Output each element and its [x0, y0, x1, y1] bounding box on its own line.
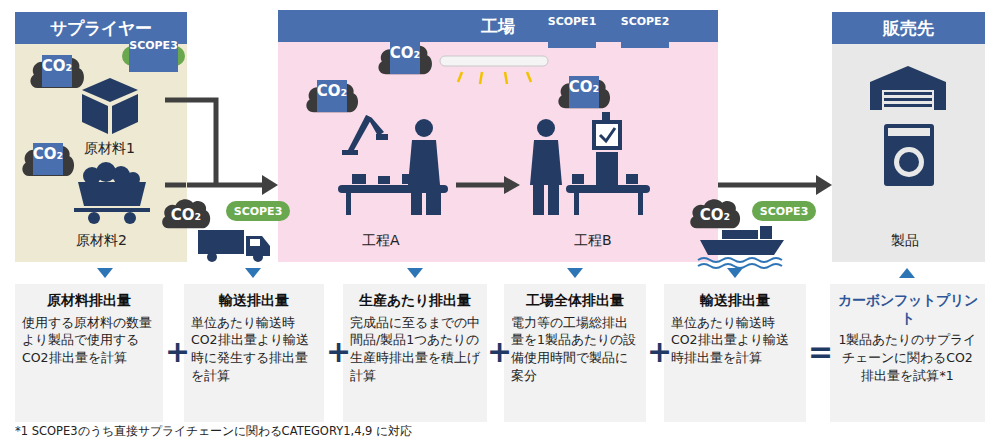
plus-sign: + [647, 337, 672, 367]
pointer-triangles [97, 268, 915, 278]
part-label: 原材料1 [84, 140, 135, 158]
node-heading: 輸送排出量 [671, 292, 799, 310]
co2-cloud: CO₂ [556, 74, 612, 110]
node-heading: 輸送排出量 [191, 292, 317, 310]
node-heading: CO₂ [42, 55, 72, 87]
scope-badge: SCOPE2 [612, 22, 678, 42]
flow-arrow [187, 175, 278, 195]
node-heading: CO₂ [569, 76, 599, 108]
node-body: 使用する原材料の数量より製品で使用するCO2排出量を計算 [22, 314, 156, 367]
part-label: 原材料2 [76, 232, 127, 250]
supplier-panel: サプライヤーSCOPE3CO₂CO₂ [15, 12, 187, 262]
scope-badge: SCOPE1 [540, 22, 604, 42]
node-heading: SCOPE3 [129, 40, 178, 72]
washing-machine-icon [884, 124, 934, 186]
equals-sign: = [808, 337, 833, 367]
co2-cloud: CO₂ [28, 52, 86, 90]
node-heading: CO₂ [317, 80, 347, 112]
node-body: 単位あたり輸送時CO2排出量より輸送時排出量を計算 [671, 314, 799, 367]
truck-icon [198, 230, 270, 262]
scope-badge: SCOPE3 [122, 46, 185, 66]
calc-box: 生産あたり排出量完成品に至るまでの中間品/製品1つあたりの生産時排出量を積上げ計… [343, 284, 487, 422]
co2-cloud: CO₂ [304, 78, 360, 114]
node-body: 1製品あたりのサプライチェーンに関わるCO2排出量を試算*1 [837, 331, 978, 384]
co2-cloud: CO₂ [160, 196, 212, 230]
footnote: *1 SCOPE3のうち直接サプライチェーンに関わるCATEGORY1,4,9 … [15, 424, 412, 439]
co2-cloud: CO₂ [376, 40, 434, 76]
node-heading: SCOPE2 [621, 16, 670, 48]
co2-cloud: CO₂ [688, 196, 742, 230]
node-heading: CO₂ [33, 143, 63, 175]
node-heading: 原材料排出量 [22, 292, 156, 310]
node-heading: CO₂ [700, 204, 730, 223]
part-label: 製品 [891, 232, 919, 250]
node-heading: CO₂ [390, 42, 420, 74]
node-body: 完成品に至るまでの中間品/製品1つあたりの生産時排出量を積上げ計算 [350, 314, 480, 385]
node-heading: 販売先 [832, 12, 985, 44]
node-heading: CO₂ [171, 204, 201, 223]
plus-sign: + [487, 337, 512, 367]
calc-box: 輸送排出量単位あたり輸送時CO2排出量より輸送時排出量を計算 [664, 284, 806, 422]
node-heading: 工場全体排出量 [511, 292, 639, 310]
result-box: カーボンフットプリント 1製品あたりのサプライチェーンに関わるCO2排出量を試算*… [830, 284, 985, 422]
scope-badge: SCOPE3 [752, 201, 816, 221]
scope-badge: SCOPE3 [226, 201, 290, 221]
flow-arrow [718, 175, 832, 195]
node-heading: SCOPE3 [234, 206, 283, 217]
node-body: 単位あたり輸送時CO2排出量より輸送時に発生する排出量を計算 [191, 314, 317, 385]
node-heading: 生産あたり排出量 [350, 292, 480, 310]
calc-box: 原材料排出量使用する原材料の数量より製品で使用するCO2排出量を計算 [15, 284, 163, 422]
factory-panel: 工場SCOPE1SCOPE2CO₂CO₂CO₂ [278, 10, 718, 262]
part-label: 工程A [362, 232, 400, 250]
plus-sign: + [165, 337, 190, 367]
calc-box: 輸送排出量単位あたり輸送時CO2排出量より輸送時に発生する排出量を計算 [184, 284, 324, 422]
co2-cloud: CO₂ [20, 140, 76, 178]
node-heading: カーボンフットプリント [837, 292, 978, 327]
node-body: 電力等の工場総排出量を1製品あたりの設備使用時間で製品に案分 [511, 314, 639, 385]
part-label: 工程B [574, 232, 612, 250]
calc-box: 工場全体排出量電力等の工場総排出量を1製品あたりの設備使用時間で製品に案分 [504, 284, 646, 422]
node-heading: SCOPE1 [548, 16, 597, 48]
node-heading: SCOPE3 [760, 206, 809, 217]
plus-sign: + [326, 337, 351, 367]
